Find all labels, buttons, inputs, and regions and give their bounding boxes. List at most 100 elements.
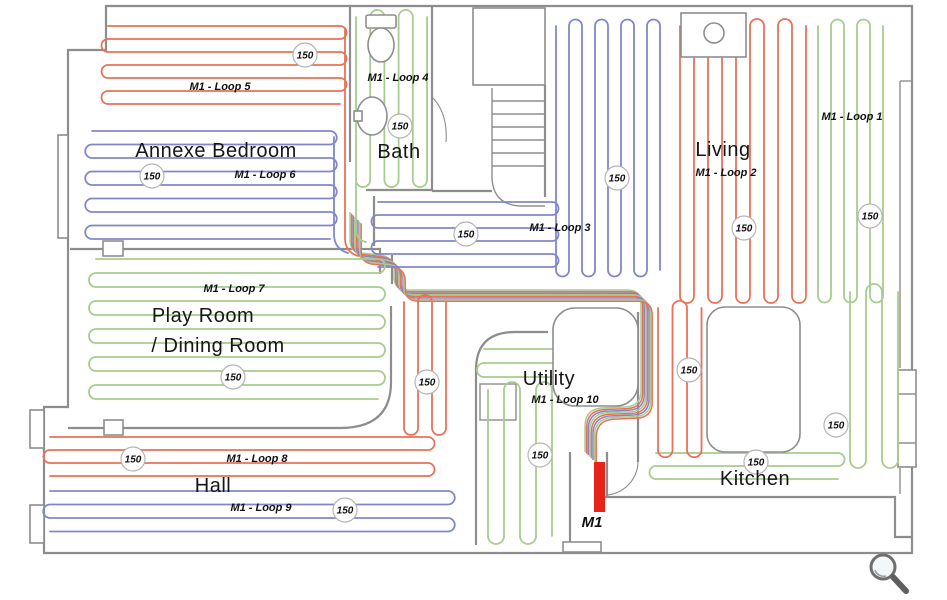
loop-label-3: M1 - Loop 3: [529, 222, 590, 234]
pipe-spacing-badge: 150: [220, 364, 246, 390]
pipe-spacing-badge: 150: [453, 221, 479, 247]
magnifier-highlight: [874, 569, 887, 578]
bundle-pipe-line: [357, 220, 650, 460]
pipe-spacing-circle: [823, 412, 849, 438]
magnifier-handle: [890, 574, 909, 594]
pipe-spacing-value: 150: [458, 230, 475, 241]
room-label-play-room: Play Room: [152, 305, 254, 327]
pipe-spacing-badge: 150: [857, 203, 883, 229]
door-bottom: [562, 541, 602, 553]
landing-room: [472, 7, 546, 86]
manifold-pipe-bundle: [349, 212, 653, 464]
bundle-pipe-line: [350, 213, 644, 454]
pipe-loop-9: [42, 490, 456, 533]
pipe-spacing-badge: 150: [731, 215, 757, 241]
pipe-spacing-circle: [731, 215, 757, 241]
pipe-spacing-circle: [292, 42, 318, 68]
bay-window-left-lower-1: [29, 409, 45, 449]
pipe-spacing-badge: 150: [139, 163, 165, 189]
pipe-spacing-circle: [604, 165, 630, 191]
pipe-spacing-circle: [387, 113, 413, 139]
pipe-spacing-circle: [220, 364, 246, 390]
bundle-pipe-line: [349, 212, 642, 452]
pipe-spacing-circle: [857, 203, 883, 229]
pipe-loop-6: [84, 130, 349, 254]
room-label-dining-room: / Dining Room: [151, 335, 284, 357]
outer-wall: [42, 4, 914, 555]
manifold-m1: [594, 462, 605, 512]
pipe-loop-8: [42, 294, 447, 477]
pipe-loop-2: [679, 18, 807, 304]
pipe-spacing-value: 150: [144, 172, 161, 183]
pipe-spacing-value: 150: [748, 458, 765, 469]
toilet-cistern: [365, 14, 397, 29]
pipe-kitchen-red: [657, 299, 703, 459]
manifold-label: M1: [582, 514, 603, 531]
kitchen-bottom-wall: [604, 495, 912, 539]
pipe-spacing-circle: [332, 497, 358, 523]
pipe-spacing-circle: [453, 221, 479, 247]
utility-door-arc: [605, 461, 639, 496]
utility-top-arc-wall: [474, 330, 548, 371]
pipe-loop-3: [370, 18, 661, 278]
pipe-spacing-value: 150: [681, 366, 698, 377]
pipe-spacing-circle: [676, 357, 702, 383]
room-label-kitchen: Kitchen: [720, 468, 790, 490]
bundle-pipe-line: [358, 221, 652, 462]
walls: [29, 4, 917, 555]
pipe-spacing-badge: 150: [823, 412, 849, 438]
pipe-loop-7: [88, 258, 386, 400]
loop-label-9: M1 - Loop 9: [230, 502, 292, 514]
heating-loops: [42, 9, 899, 545]
pipe-spacing-value: 150: [532, 451, 549, 462]
pipe-spacing-badge: 150: [387, 113, 413, 139]
stairs-winder-curve: [491, 177, 545, 207]
hall-top-wall: [68, 306, 393, 430]
loop-label-10: M1 - Loop 10: [531, 394, 599, 406]
pipe-loop-5: [100, 25, 359, 257]
pipe-spacing-circle: [414, 369, 440, 395]
labels: Annexe Bedroom Bath Living Play Room / D…: [135, 72, 882, 531]
toilet-bowl: [367, 27, 395, 63]
pipe-spacing-value: 150: [862, 212, 879, 223]
loop-label-5: M1 - Loop 5: [189, 81, 251, 93]
pipe-spacing-circle: [743, 449, 769, 475]
loop-label-7: M1 - Loop 7: [203, 283, 265, 295]
pipe-spacing-badges: 150 150 150 150 150 150 150 150 150 150 150 150 150 1…: [120, 42, 883, 523]
room-label-hall: Hall: [195, 475, 231, 497]
bundle-pipe-line: [352, 215, 645, 456]
bay-window-right-mullions: [898, 393, 916, 444]
kitchen-island: [706, 306, 801, 453]
loop-label-1: M1 - Loop 1: [821, 111, 882, 123]
pipe-spacing-value: 150: [225, 373, 242, 384]
room-label-annexe-bedroom: Annexe Bedroom: [135, 140, 297, 162]
room-label-living: Living: [695, 139, 750, 161]
pier-annexe: [102, 240, 124, 257]
pier-hall: [103, 419, 124, 436]
pipe-spacing-circle: [139, 163, 165, 189]
pipe-spacing-badge: 150: [604, 165, 630, 191]
loop-label-4: M1 - Loop 4: [367, 72, 428, 84]
pipe-spacing-value: 150: [392, 122, 409, 133]
loop-label-8: M1 - Loop 8: [226, 453, 288, 465]
pipe-loop-4: [355, 9, 428, 243]
pipe-spacing-badge: 150: [414, 369, 440, 395]
bath-door-arc: [432, 97, 447, 143]
bundle-pipe-line: [360, 223, 653, 464]
pipe-spacing-value: 150: [297, 51, 314, 62]
pipe-spacing-value: 150: [125, 455, 142, 466]
pipe-spacing-circle: [120, 446, 146, 472]
pipe-spacing-badge: 150: [292, 42, 318, 68]
bay-window-right: [897, 369, 917, 468]
fixtures: [353, 12, 801, 512]
pipe-spacing-circle: [527, 442, 553, 468]
room-label-bath: Bath: [377, 141, 420, 163]
pipe-spacing-value: 150: [736, 224, 753, 235]
bay-window-left-lower-2: [29, 504, 45, 544]
pipe-spacing-badge: 150: [332, 497, 358, 523]
room-label-utility: Utility: [523, 368, 575, 390]
pipe-spacing-badge: 150: [743, 449, 769, 475]
loop-label-2: M1 - Loop 2: [695, 167, 756, 179]
magnifier-icon[interactable]: [869, 553, 909, 594]
